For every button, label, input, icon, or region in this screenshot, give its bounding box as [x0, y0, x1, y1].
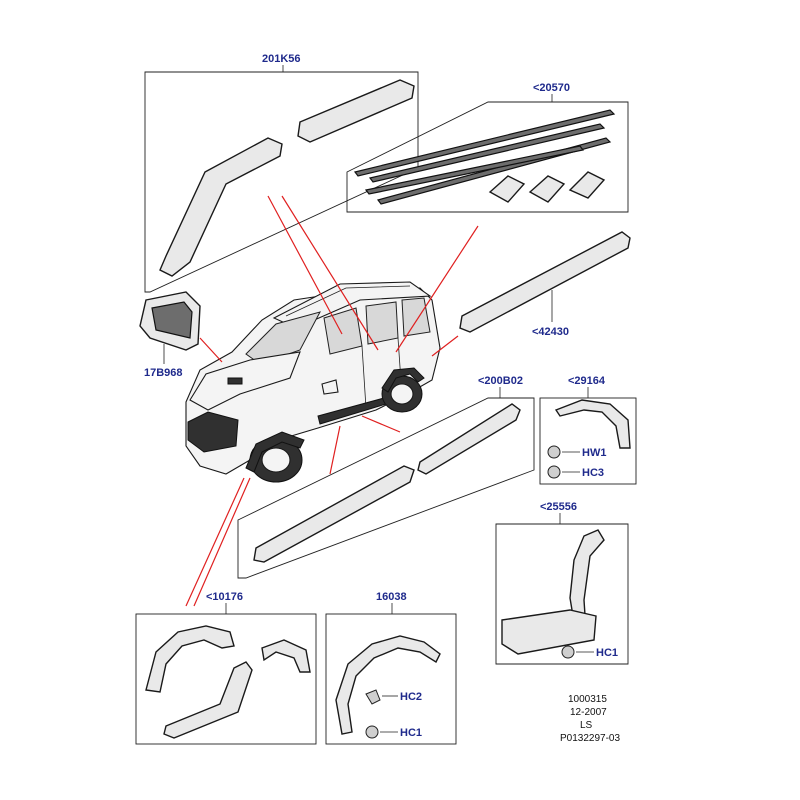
panel-25556 — [495, 523, 629, 665]
callout-10176-b — [193, 477, 251, 607]
callout-20570 — [395, 225, 479, 353]
moulding-42430[interactable] — [459, 231, 631, 333]
vent-grille-slats — [151, 301, 193, 339]
front-arch-end-piece[interactable] — [261, 639, 311, 673]
rear-wheel-rim — [390, 383, 414, 405]
callout-17b968 — [199, 337, 223, 363]
front-wheel-rim — [261, 447, 291, 473]
clip-hw1[interactable] — [547, 445, 561, 459]
arch-moulding-16038[interactable] — [335, 635, 441, 735]
group-29164[interactable]: <29164 HW1 HC3 — [539, 375, 637, 485]
group-42430[interactable]: <42430 — [459, 231, 631, 338]
label-16038[interactable]: 16038 — [376, 591, 407, 603]
label-200b02[interactable]: <200B02 — [478, 375, 523, 387]
group-201k56[interactable]: 201K56 — [144, 53, 419, 293]
panel-29164 — [539, 397, 637, 485]
group-25556[interactable]: <25556 HC1 — [495, 501, 629, 665]
vehicle-hood — [189, 351, 301, 411]
adhesive-pad-3[interactable] — [568, 171, 606, 199]
roof-rail — [285, 285, 411, 317]
label-201k56[interactable]: 201K56 — [262, 53, 301, 65]
clip-hc1-25556[interactable] — [561, 645, 575, 659]
panel-16038 — [325, 613, 457, 745]
group-17b968[interactable]: 17B968 — [139, 291, 201, 379]
deflector-rear[interactable] — [297, 79, 415, 143]
arch-extension[interactable] — [554, 399, 631, 449]
label-hc3[interactable]: HC3 — [582, 467, 604, 479]
info-line-2: 12-2007 — [570, 707, 607, 718]
rear-quarter-window — [401, 297, 431, 337]
clip-hc3[interactable] — [547, 465, 561, 479]
label-42430[interactable]: <42430 — [532, 326, 569, 338]
diagram-info-block: 1000315 12-2007 LS P0132297-03 — [560, 694, 620, 744]
info-line-1: 1000315 — [568, 694, 607, 705]
moulding-front-door[interactable] — [253, 465, 415, 563]
group-10176[interactable]: <10176 — [135, 591, 317, 745]
callout-201k56-a — [267, 195, 343, 335]
moulding-strip-4[interactable] — [364, 145, 585, 195]
panel-201k56 — [144, 71, 419, 293]
label-25556[interactable]: <25556 — [540, 501, 577, 513]
side-mirror — [321, 379, 339, 395]
adhesive-pad-1[interactable] — [488, 175, 526, 203]
front-wheel-arch — [245, 431, 305, 473]
panel-200b02 — [237, 397, 535, 579]
moulding-strip-1[interactable] — [353, 109, 616, 177]
callout-42430 — [431, 335, 459, 357]
label-hc1-16038[interactable]: HC1 — [400, 727, 422, 739]
label-29164[interactable]: <29164 — [568, 375, 606, 387]
info-line-3: LS — [580, 720, 593, 731]
callout-201k56-b — [281, 195, 379, 351]
label-hc1-25556[interactable]: HC1 — [596, 647, 618, 659]
callout-200b02 — [361, 415, 401, 433]
clip-hc1-16038[interactable] — [365, 725, 379, 739]
panel-20570 — [346, 101, 629, 213]
callout-lines — [185, 195, 479, 607]
moulding-strip-2[interactable] — [368, 123, 606, 183]
label-17b968[interactable]: 17B968 — [144, 367, 183, 379]
label-hc2[interactable]: HC2 — [400, 691, 422, 703]
rear-arch-strip[interactable] — [163, 661, 253, 739]
adhesive-pad-2[interactable] — [528, 175, 566, 203]
rear-wheel-arch — [381, 367, 425, 393]
group-16038[interactable]: 16038 HC2 HC1 — [325, 591, 457, 745]
sill-extension[interactable] — [501, 609, 597, 655]
group-200b02[interactable]: <200B02 — [237, 375, 535, 579]
front-arch-moulding[interactable] — [145, 625, 235, 693]
panel-10176 — [135, 613, 317, 745]
vehicle-illustration — [185, 281, 441, 483]
clip-hc2[interactable] — [365, 689, 381, 705]
moulding-rear-door[interactable] — [417, 403, 521, 475]
callout-10176-a — [185, 477, 245, 607]
label-hw1[interactable]: HW1 — [582, 447, 606, 459]
group-20570[interactable]: <20570 — [346, 82, 629, 213]
front-grille — [187, 411, 239, 453]
deflector-front[interactable] — [159, 137, 283, 277]
info-line-4: P0132297-03 — [560, 733, 620, 744]
hood-vent — [227, 377, 243, 385]
label-20570[interactable]: <20570 — [533, 82, 570, 94]
callout-200b02-b — [329, 425, 341, 475]
label-10176[interactable]: <10176 — [206, 591, 243, 603]
